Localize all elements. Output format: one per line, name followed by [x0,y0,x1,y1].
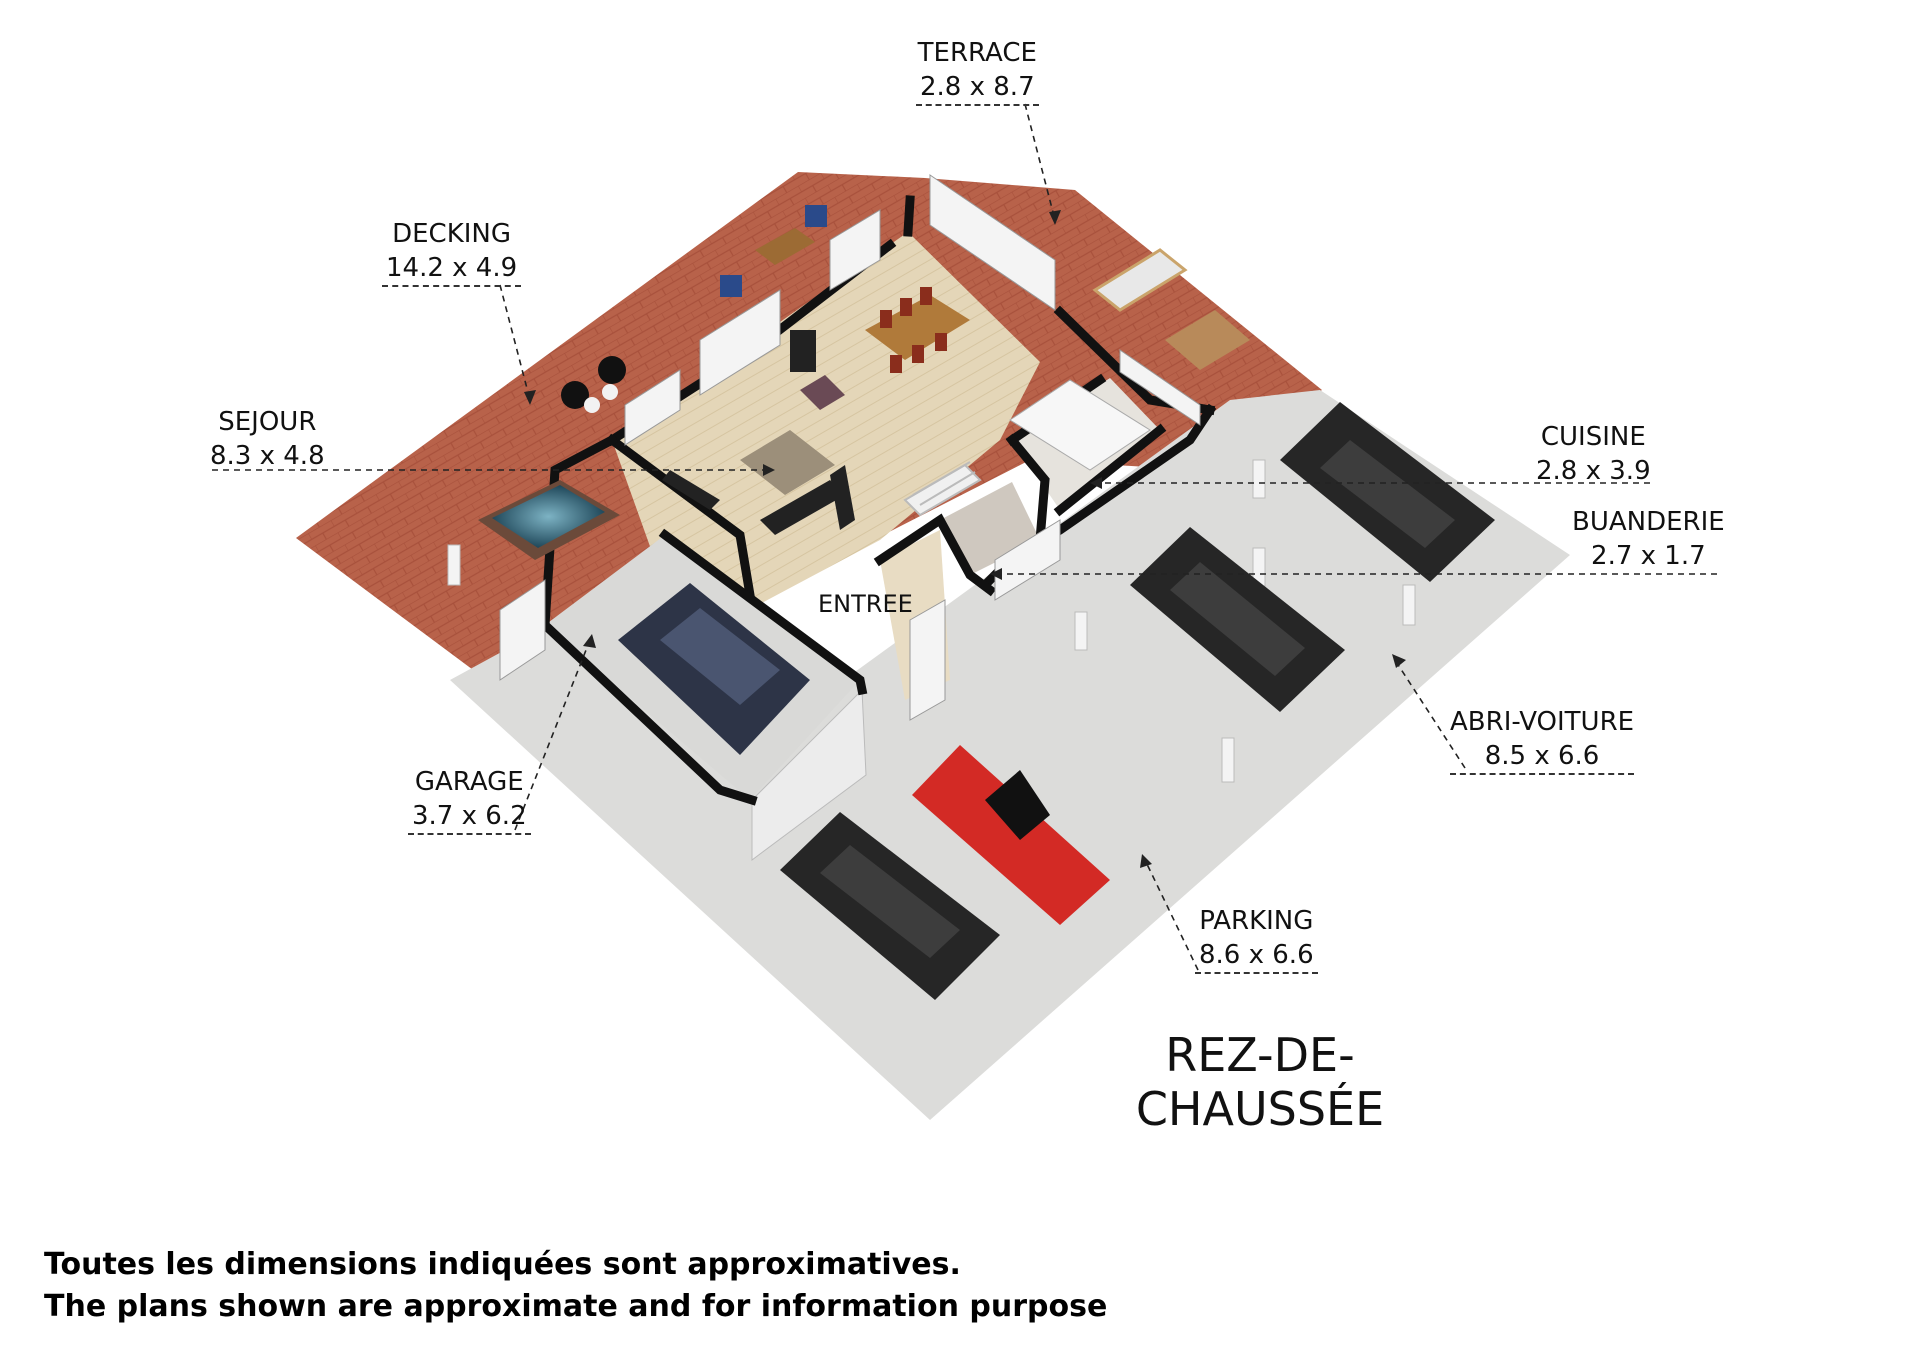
car-garage [618,583,810,755]
garage-door [751,688,867,861]
leader-lines [212,103,1717,971]
disclaimer-fr: Toutes les dimensions indiquées sont app… [44,1247,961,1282]
car-carport-right [1280,402,1495,582]
room-name: SEJOUR [218,407,317,437]
terrace-furniture [561,205,1250,413]
room-label-decking: DECKING 14.2 x 4.9 [382,217,522,287]
bollards [447,459,1416,783]
room-dims: 8.3 x 4.8 [210,441,325,471]
room-name: TERRACE [917,38,1037,68]
wood-stove [790,330,816,372]
room-name: GARAGE [414,767,524,797]
room-dims: 2.8 x 8.7 [916,70,1039,106]
floor-title: REZ-DE-CHAUSSÉE [1135,1028,1385,1136]
car-parking-red [912,745,1110,925]
room-label-garage: GARAGE 3.7 x 6.2 [408,765,531,835]
room-label-abri-voiture: ABRI-VOITURE 8.5 x 6.6 [1450,705,1635,775]
room-label-sejour: SEJOUR 8.3 x 4.8 [210,405,325,473]
paving-area [450,390,1570,1120]
room-name: ABRI-VOITURE [1450,707,1635,737]
disclaimer-en: The plans shown are approximate and for … [44,1289,1108,1324]
room-label-terrace: TERRACE 2.8 x 8.7 [916,36,1039,106]
room-label-entree: ENTREE [818,590,913,618]
disclaimer: Toutes les dimensions indiquées sont app… [44,1244,1107,1328]
car-parking-black [780,812,1000,1000]
leader-arrows [524,210,1406,868]
room-label-buanderie: BUANDERIE 2.7 x 1.7 [1572,505,1725,573]
room-dims: 3.7 x 6.2 [408,799,531,835]
window-panels [499,174,1201,721]
room-dims: 14.2 x 4.9 [382,251,522,287]
room-dims: 2.7 x 1.7 [1591,541,1706,571]
room-name: PARKING [1199,906,1314,936]
room-dims: 8.5 x 6.6 [1450,739,1635,775]
room-dims: 2.8 x 3.9 [1536,456,1651,486]
living-furniture [662,375,855,535]
dining-table [865,287,970,373]
room-name: DECKING [392,219,512,249]
room-label-parking: PARKING 8.6 x 6.6 [1195,904,1318,974]
room-name: CUISINE [1540,422,1646,452]
hot-tub [478,480,620,560]
room-name: BUANDERIE [1572,507,1725,537]
stairs [903,461,982,517]
room-dims: 8.6 x 6.6 [1195,938,1318,974]
kitchen-counter [1009,379,1151,471]
room-label-cuisine: CUISINE 2.8 x 3.9 [1536,420,1651,488]
